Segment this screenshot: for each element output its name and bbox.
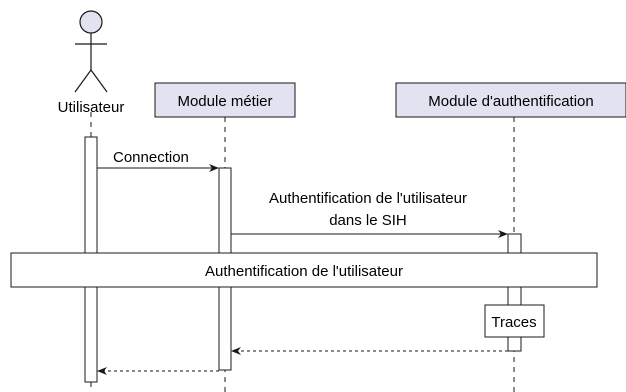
actor-right-leg <box>90 69 108 93</box>
actor-head <box>79 10 103 34</box>
participant-business-box <box>154 82 296 118</box>
note-traces: Traces <box>484 304 545 338</box>
participant-business-label: Module métier <box>177 93 272 110</box>
actor-user: Utilisateur <box>58 10 125 116</box>
divider-authentication: Authentification de l'utilisateur <box>10 252 598 288</box>
message-connection-label: Connection <box>113 149 189 166</box>
participant-auth-box <box>395 82 626 118</box>
actor-user-label: Utilisateur <box>58 99 125 116</box>
message-authenticate-label-line1: Authentification de l'utilisateur <box>269 190 467 207</box>
participant-auth: Module d'authentification <box>395 82 626 118</box>
divider-authentication-label: Authentification de l'utilisateur <box>205 263 403 280</box>
message-authenticate: Authentification de l'utilisateur dans l… <box>231 190 508 238</box>
divider-authentication-box <box>10 252 598 288</box>
participant-business: Module métier <box>154 82 296 118</box>
actor-left-leg <box>74 69 92 93</box>
message-connection: Connection <box>97 149 219 172</box>
participant-auth-label: Module d'authentification <box>428 93 593 110</box>
message-authenticate-label-line2: dans le SIH <box>329 212 407 229</box>
note-traces-label: Traces <box>491 314 536 331</box>
note-traces-box <box>484 304 545 338</box>
